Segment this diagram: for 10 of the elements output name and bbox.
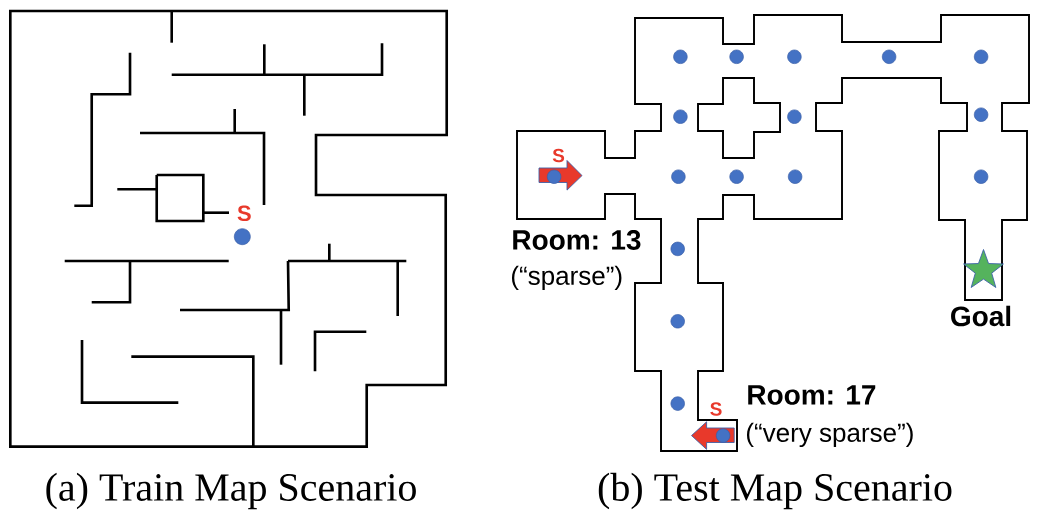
room-note: (“very sparse”) (747, 422, 913, 448)
start-label: S (552, 148, 565, 163)
subfigure-caption: (a) Train Map Scenario (46, 472, 416, 510)
start-label: S (237, 205, 251, 222)
room-note: (“sparse”) (512, 265, 622, 291)
subfigure-caption: (b) Test Map Scenario (598, 472, 952, 510)
start-label: S (710, 402, 722, 416)
room-label: Room: 13 (513, 230, 641, 250)
room-label: Room: 17 (748, 385, 876, 405)
goal-label: Goal (951, 305, 1011, 327)
